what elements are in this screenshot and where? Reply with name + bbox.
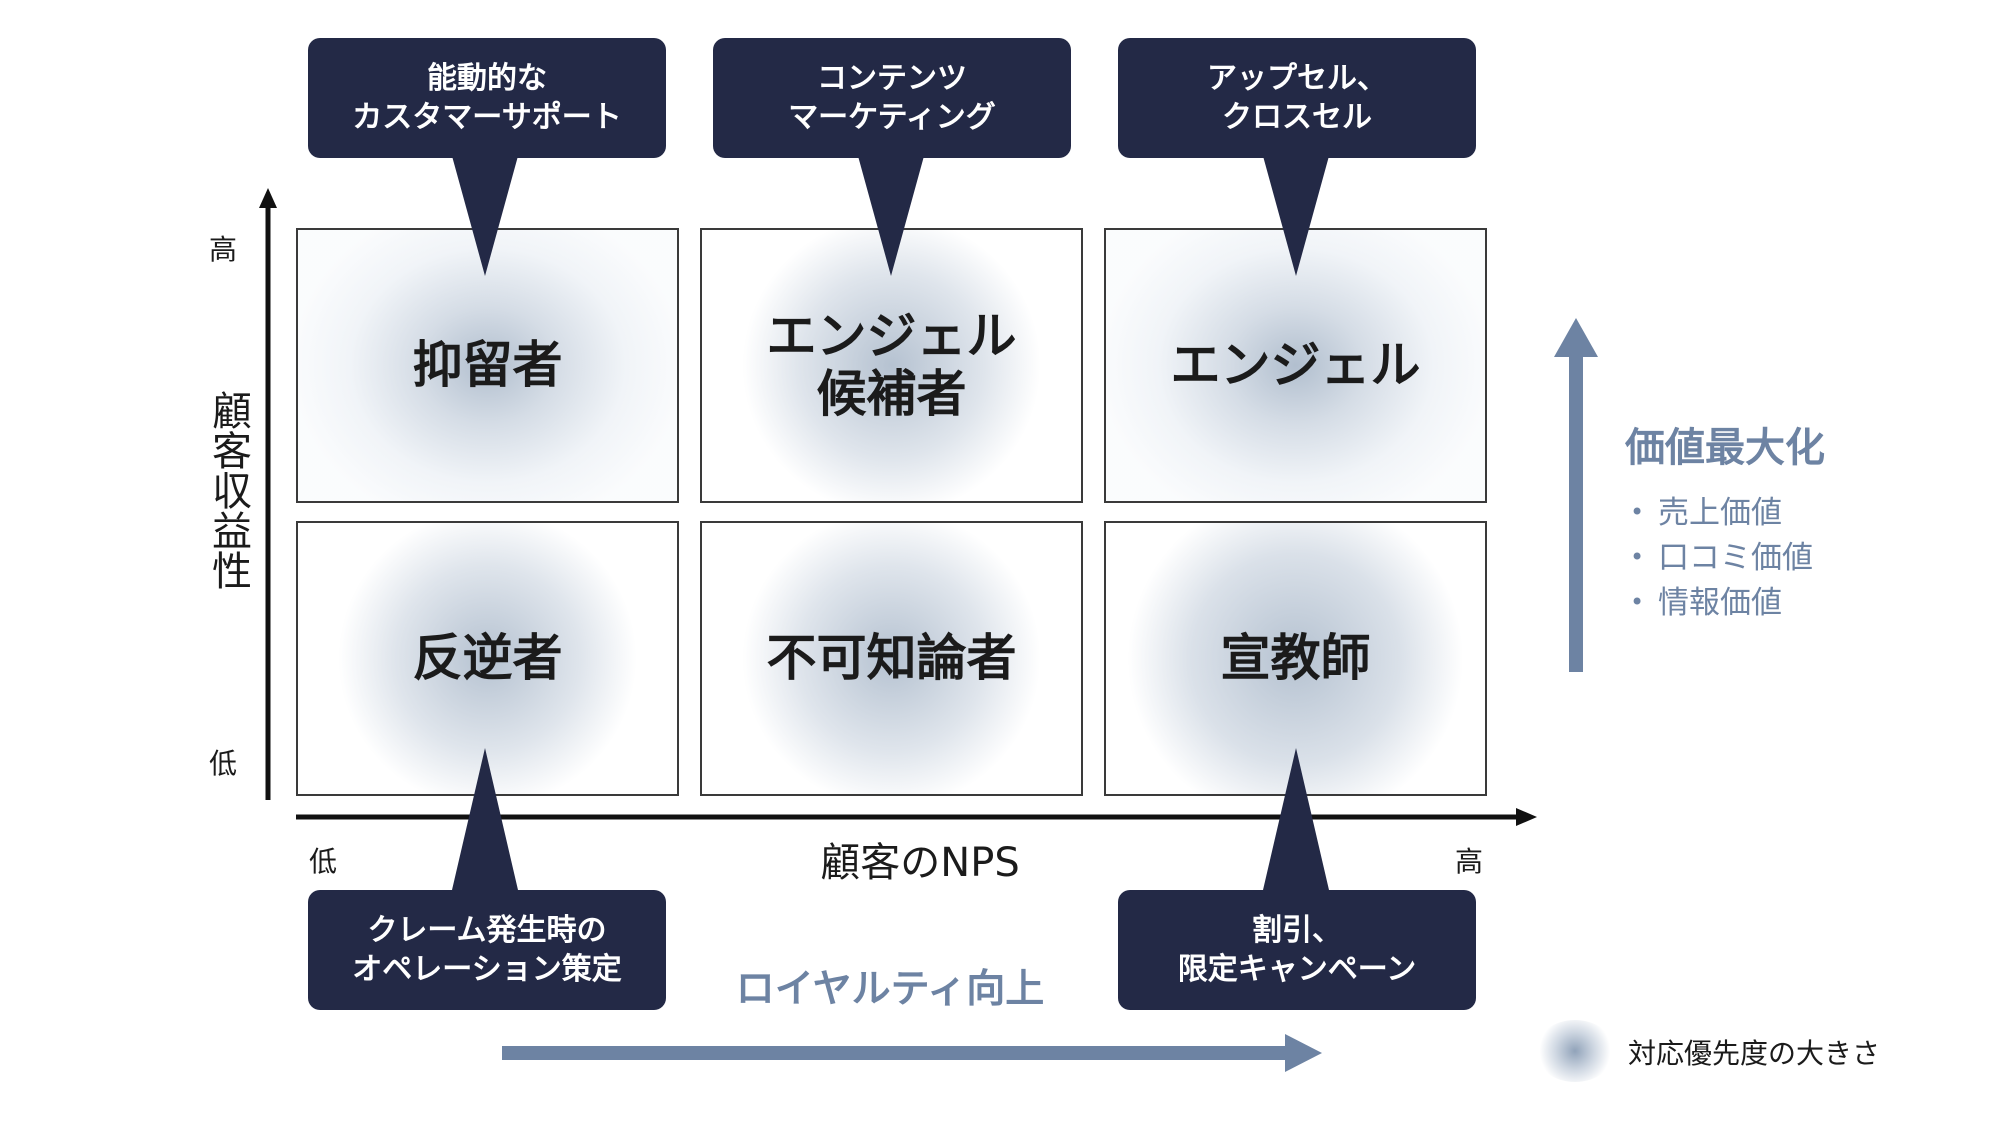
value-maximization-title: 価値最大化 — [1625, 425, 1825, 471]
cell-label: エンジェル — [1170, 335, 1421, 394]
y-axis-high-label: 高 — [209, 233, 238, 266]
legend-label: 対応優先度の大きさ — [1628, 1037, 1881, 1070]
loyalty-arrowhead — [1285, 1034, 1322, 1072]
callout-pointer — [452, 748, 518, 890]
loyalty-improvement-label: ロイヤルティ向上 — [735, 967, 1045, 1012]
y-axis-title: 顧客収益性 — [205, 390, 251, 590]
cell-label: 抑留者 — [412, 335, 563, 394]
x-axis-low-label: 低 — [309, 845, 338, 878]
callout-top-right: アップセル、 クロスセル — [1118, 38, 1476, 158]
callout-bottom-left: クレーム発生時の オペレーション策定 — [308, 890, 666, 1010]
y-axis-arrowhead — [259, 188, 277, 208]
callout-pointer — [1263, 748, 1329, 890]
cell-label: 反逆者 — [412, 628, 563, 687]
y-axis-low-label: 低 — [209, 747, 238, 780]
callout-bottom-right: 割引、 限定キャンペーン — [1118, 890, 1476, 1010]
x-axis-title: 顧客のNPS — [820, 840, 1020, 886]
value-list: 売上価値 口コミ価値 情報価値 — [1630, 490, 1813, 625]
x-axis-arrowhead — [1516, 808, 1537, 826]
cell-bottom-center: 不可知論者 — [700, 521, 1083, 796]
value-up-arrowhead — [1554, 318, 1598, 357]
callout-top-center: コンテンツ マーケティング — [713, 38, 1071, 158]
callout-pointer — [1263, 156, 1329, 276]
callout-pointer — [452, 156, 518, 276]
callout-pointer — [858, 156, 924, 276]
list-item: 情報価値 — [1630, 580, 1813, 625]
list-item: 売上価値 — [1630, 490, 1813, 535]
cell-label: 不可知論者 — [766, 628, 1017, 687]
cell-label: 宣教師 — [1220, 628, 1371, 687]
x-axis-high-label: 高 — [1455, 845, 1484, 878]
priority-glow-icon — [1535, 1020, 1615, 1082]
callout-top-left: 能動的な カスタマーサポート — [308, 38, 666, 158]
list-item: 口コミ価値 — [1630, 535, 1813, 580]
cell-label: エンジェル 候補者 — [766, 307, 1017, 423]
